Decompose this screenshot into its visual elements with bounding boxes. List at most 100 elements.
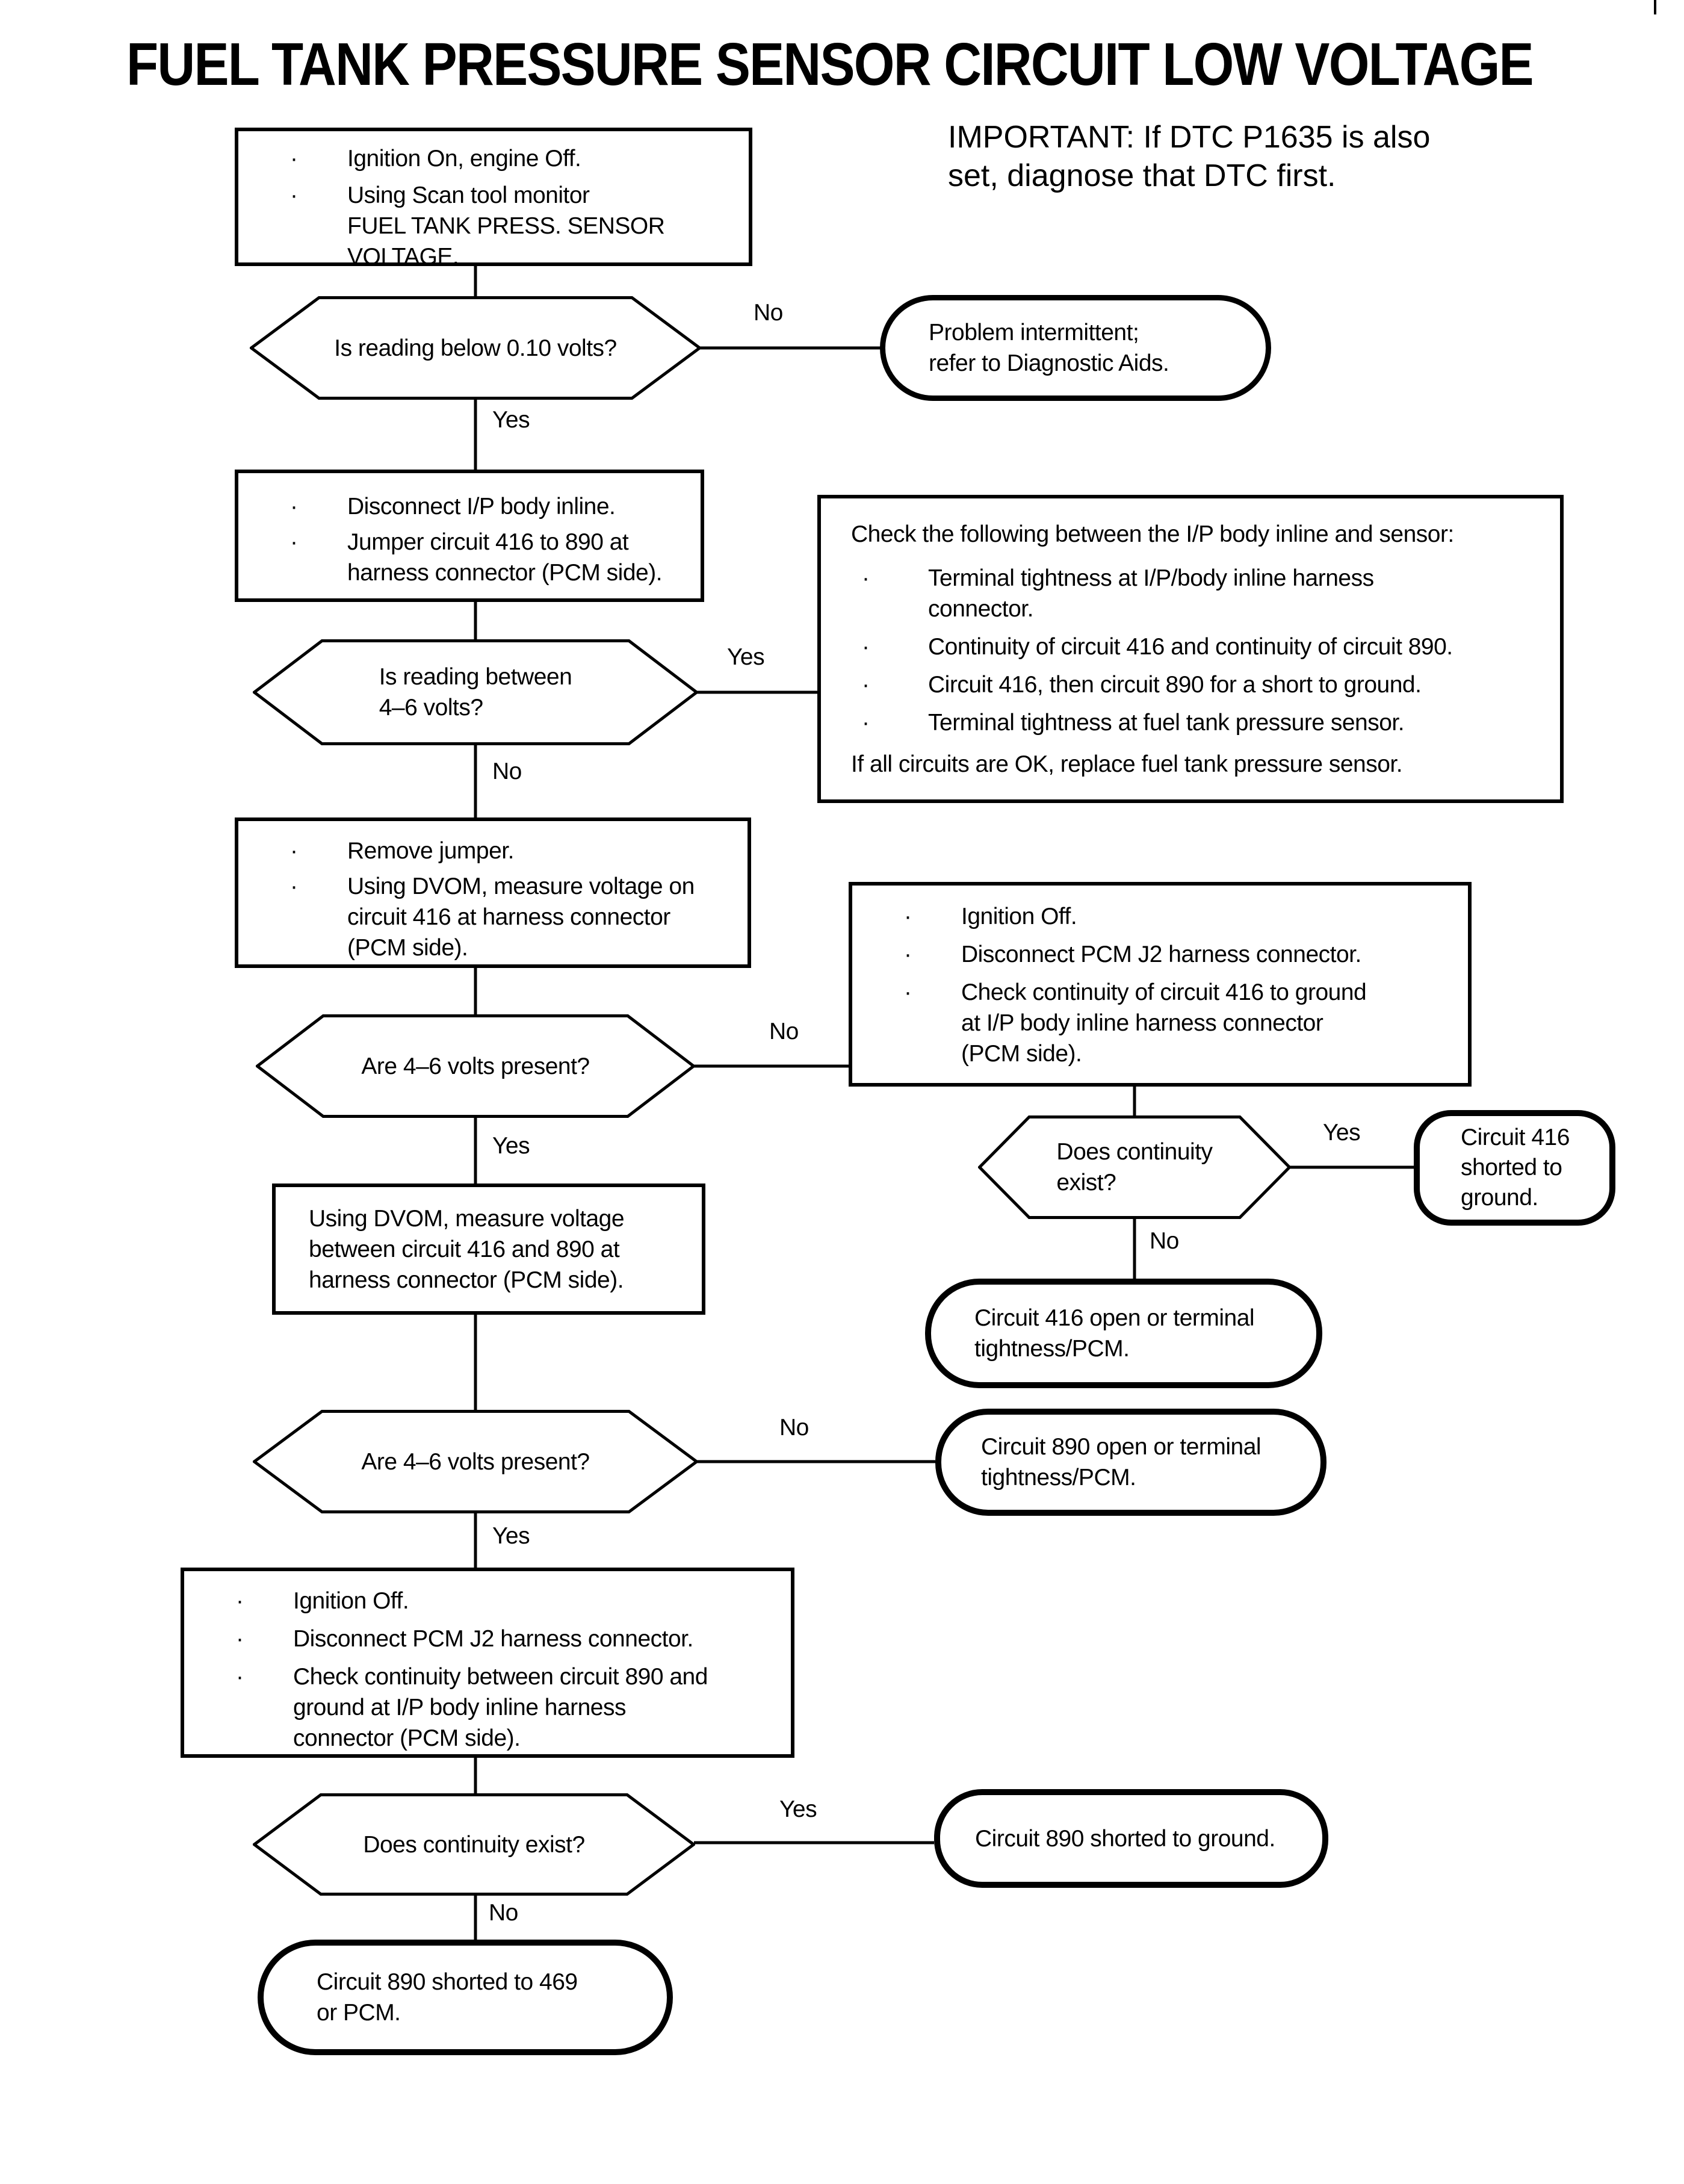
- bullet-icon: ·: [290, 838, 298, 864]
- decision-text: Does continuity exist?: [363, 1831, 585, 1858]
- result-text: Circuit 890 open or terminal tightness/P…: [981, 1434, 1261, 1491]
- step-text: Ignition On, engine Off.: [347, 146, 581, 172]
- bullet-item: · Continuity of circuit 416 and continui…: [851, 631, 1546, 662]
- decision-continuity-2: Does continuity exist?: [253, 1793, 695, 1896]
- important-note: IMPORTANT: If DTC P1635 is also set, dia…: [948, 120, 1431, 194]
- hexagon-shape: [253, 1410, 698, 1513]
- result-416-open: Circuit 416 open or terminal tightness/P…: [925, 1279, 1322, 1388]
- check-item: Terminal tightness at fuel tank pressure…: [928, 710, 1405, 736]
- step-measure-416-890-box: Using DVOM, measure voltage between circ…: [272, 1184, 705, 1315]
- bullet-item: · Disconnect PCM J2 harness connector.: [232, 1624, 776, 1654]
- decision-reading-between-46: Is reading between 4–6 volts?: [253, 639, 698, 745]
- step-text: Check continuity between circuit 890 and…: [293, 1664, 708, 1751]
- step-ignition-off-416-box: · Ignition Off. · Disconnect PCM J2 harn…: [849, 882, 1472, 1087]
- edge-label-no-1: No: [754, 300, 783, 326]
- step-text: Disconnect PCM J2 harness connector.: [293, 1626, 693, 1652]
- decision-text: Is reading below 0.10 volts?: [334, 335, 617, 361]
- decision-46-present-1: Are 4–6 volts present?: [256, 1014, 695, 1118]
- step-text: Disconnect PCM J2 harness connector.: [961, 942, 1361, 967]
- result-text: Problem intermittent; refer to Diagnosti…: [929, 320, 1169, 376]
- decision-continuity-1: Does continuity exist?: [978, 1115, 1291, 1219]
- hexagon-shape: [253, 1793, 695, 1896]
- bullet-icon: ·: [290, 182, 298, 208]
- step-text: Remove jumper.: [347, 838, 514, 864]
- bullet-item: · Disconnect I/P body inline.: [286, 491, 686, 522]
- bullet-item: · Check continuity of circuit 416 to gro…: [900, 977, 1453, 1069]
- bullet-icon: ·: [236, 1626, 244, 1652]
- step-text: Check continuity of circuit 416 to groun…: [961, 979, 1367, 1067]
- step-disconnect-ip-box: · Disconnect I/P body inline. · Jumper c…: [235, 470, 704, 602]
- step-text: Ignition Off.: [961, 904, 1077, 929]
- edge-label-yes-1: Yes: [492, 407, 530, 433]
- bullet-item: · Terminal tightness at I/P/body inline …: [851, 563, 1546, 624]
- bullet-icon: ·: [290, 529, 298, 555]
- check-list-intro: Check the following between the I/P body…: [851, 521, 1454, 547]
- result-text: Circuit 416 shorted to ground.: [1461, 1125, 1570, 1211]
- bullet-item: · Ignition Off.: [232, 1586, 776, 1616]
- result-text: Circuit 890 shorted to ground.: [975, 1825, 1275, 1852]
- result-text: Circuit 416 open or terminal tightness/P…: [974, 1305, 1255, 1362]
- bullet-item: · Terminal tightness at fuel tank pressu…: [851, 707, 1546, 738]
- bullet-item: · Circuit 416, then circuit 890 for a sh…: [851, 669, 1546, 700]
- bullet-icon: ·: [862, 634, 870, 660]
- bullet-icon: ·: [290, 146, 298, 172]
- result-416-shorted-ground: Circuit 416 shorted to ground.: [1414, 1110, 1615, 1226]
- bullet-icon: ·: [904, 942, 912, 967]
- bullet-icon: ·: [862, 672, 870, 698]
- step-start-box: · Ignition On, engine Off. · Using Scan …: [235, 128, 752, 270]
- page-title: FUEL TANK PRESSURE SENSOR CIRCUIT LOW VO…: [126, 31, 1534, 98]
- edge-label-yes-2: Yes: [727, 644, 765, 670]
- bullet-icon: ·: [904, 904, 912, 929]
- bullet-item: · Check continuity between circuit 890 a…: [232, 1661, 776, 1754]
- bullet-icon: ·: [290, 873, 298, 899]
- check-item: Circuit 416, then circuit 890 for a shor…: [928, 672, 1422, 698]
- edge-label-no-4: No: [1150, 1228, 1179, 1254]
- edge-label-no-3: No: [769, 1019, 799, 1044]
- bullet-item: · Using Scan tool monitor FUEL TANK PRES…: [286, 180, 732, 272]
- edge-label-yes-4: Yes: [1323, 1120, 1361, 1146]
- bullet-icon: ·: [862, 565, 870, 591]
- check-list-box: Check the following between the I/P body…: [817, 495, 1564, 803]
- scan-artifact: [1654, 0, 1656, 14]
- edge-label-yes-5: Yes: [492, 1523, 530, 1549]
- result-890-open: Circuit 890 open or terminal tightness/P…: [935, 1409, 1326, 1516]
- bullet-icon: ·: [862, 710, 870, 736]
- decision-46-present-2: Are 4–6 volts present?: [253, 1410, 698, 1513]
- hexagon-shape: [978, 1115, 1291, 1219]
- bullet-item: · Jumper circuit 416 to 890 at harness c…: [286, 527, 686, 588]
- step-remove-jumper-box: · Remove jumper. · Using DVOM, measure v…: [235, 817, 751, 968]
- decision-text: Does continuity exist?: [1056, 1139, 1213, 1196]
- step-text: Disconnect I/P body inline.: [347, 494, 616, 520]
- result-890-shorted-ground: Circuit 890 shorted to ground.: [934, 1789, 1328, 1888]
- bullet-item: · Disconnect PCM J2 harness connector.: [900, 939, 1453, 970]
- bullet-icon: ·: [236, 1588, 244, 1614]
- result-890-shorted-469: Circuit 890 shorted to 469 or PCM.: [258, 1940, 673, 2055]
- decision-reading-below-010: Is reading below 0.10 volts?: [250, 296, 701, 400]
- edge-label-no-5: No: [779, 1415, 809, 1441]
- step-text: Jumper circuit 416 to 890 at harness con…: [347, 529, 663, 586]
- check-list-footer: If all circuits are OK, replace fuel tan…: [851, 751, 1403, 777]
- edge-label-yes-3: Yes: [492, 1133, 530, 1159]
- hexagon-shape: [250, 296, 701, 400]
- check-item: Continuity of circuit 416 and continuity…: [928, 634, 1453, 660]
- step-text: Using DVOM, measure voltage between circ…: [309, 1205, 625, 1293]
- edge-label-no-2: No: [492, 759, 522, 784]
- decision-text: Is reading between 4–6 volts?: [379, 664, 572, 721]
- bullet-icon: ·: [290, 494, 298, 520]
- hexagon-shape: [253, 639, 698, 745]
- result-problem-intermittent: Problem intermittent; refer to Diagnosti…: [880, 295, 1271, 401]
- result-text: Circuit 890 shorted to 469 or PCM.: [317, 1969, 578, 2026]
- bullet-item: · Remove jumper.: [286, 836, 733, 866]
- bullet-item: · Ignition Off.: [900, 901, 1453, 932]
- decision-text: Are 4–6 volts present?: [361, 1053, 590, 1079]
- check-item: Terminal tightness at I/P/body inline ha…: [928, 565, 1374, 622]
- bullet-item: · Using DVOM, measure voltage on circuit…: [286, 871, 733, 963]
- bullet-icon: ·: [904, 979, 912, 1005]
- step-ignition-off-890-box: · Ignition Off. · Disconnect PCM J2 harn…: [181, 1568, 794, 1758]
- step-text: Using DVOM, measure voltage on circuit 4…: [347, 873, 695, 961]
- step-text: Using Scan tool monitor FUEL TANK PRESS.…: [347, 182, 665, 270]
- edge-label-yes-6: Yes: [779, 1796, 817, 1822]
- bullet-icon: ·: [236, 1664, 244, 1690]
- step-text: Ignition Off.: [293, 1588, 409, 1614]
